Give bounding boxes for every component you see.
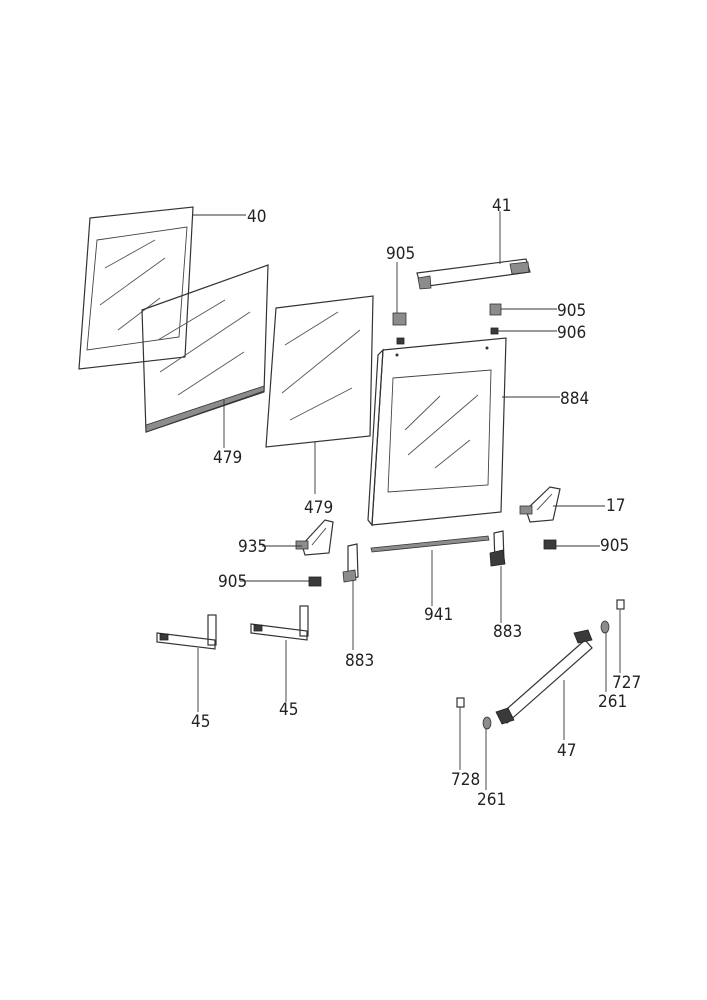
label-479-left: 479 (213, 448, 242, 468)
part-479-glass-pane-rear (265, 295, 374, 448)
label-884: 884 (560, 389, 589, 409)
label-41: 41 (492, 196, 511, 216)
part-906-small-clip (490, 327, 499, 335)
label-17: 17 (606, 496, 625, 516)
label-905-top-left: 905 (386, 244, 415, 264)
label-883-left: 883 (345, 651, 374, 671)
part-935-hinge-bracket-left (295, 519, 334, 556)
label-47: 47 (557, 741, 576, 761)
part-41-top-rail (416, 258, 531, 290)
part-17-hinge-bracket-right (519, 486, 561, 523)
part-40-outer-glass-frame (78, 206, 194, 370)
part-905-side-clip-left (308, 576, 322, 587)
label-883-right: 883 (493, 622, 522, 642)
part-728-small-insert (456, 697, 465, 708)
part-45-hinge-right (250, 605, 309, 641)
part-883-hinge-guide-right (489, 530, 506, 567)
label-45-left: 45 (191, 712, 210, 732)
label-728: 728 (451, 770, 480, 790)
label-261-left: 261 (477, 790, 506, 810)
label-941: 941 (424, 605, 453, 625)
callout-labels: 40 41 905 905 906 884 479 479 17 935 905… (191, 196, 641, 810)
part-905-top-clip-right (489, 303, 502, 316)
label-905-left: 905 (218, 572, 247, 592)
part-261-end-cap-right (600, 620, 610, 634)
part-261-end-cap-left (482, 716, 492, 730)
part-45-hinge-left (156, 614, 217, 650)
label-479-middle: 479 (304, 498, 333, 518)
part-883-hinge-guide-left (342, 543, 359, 583)
label-40: 40 (247, 207, 266, 227)
label-905-right: 905 (600, 536, 629, 556)
part-905-side-clip-right (543, 539, 557, 550)
part-479-glass-pane-front (141, 264, 269, 433)
label-935: 935 (238, 537, 267, 557)
part-941-bottom-strip (370, 535, 490, 553)
part-905-top-clip-left (392, 312, 407, 345)
label-727: 727 (612, 673, 641, 693)
part-727-small-insert (616, 599, 625, 610)
label-45-right: 45 (279, 700, 298, 720)
leader-lines (193, 211, 621, 790)
part-47-door-handle (495, 629, 593, 725)
part-884-inner-door-frame (367, 337, 507, 527)
label-905-top-right: 905 (557, 301, 586, 321)
label-261-right: 261 (598, 692, 627, 712)
label-906: 906 (557, 323, 586, 343)
